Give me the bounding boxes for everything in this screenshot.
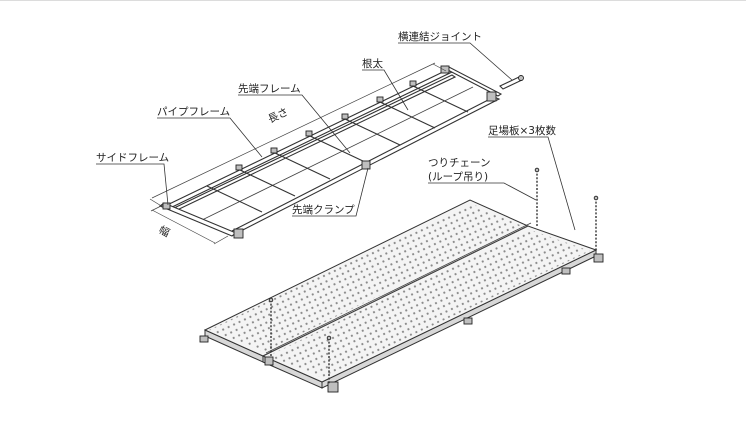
leader-chain [428, 182, 537, 201]
label-pipe-frame: パイプフレーム [157, 106, 230, 118]
support-2 [561, 267, 571, 275]
support-6 [264, 356, 274, 366]
cross-beam-4 [309, 135, 366, 163]
leader-tip-frame [238, 94, 351, 154]
cross-beam-5 [344, 118, 401, 146]
length-ext-2 [432, 63, 447, 72]
clamp-beam-4 [341, 113, 349, 120]
clamp-beam-5 [376, 96, 384, 103]
cross-beam-7 [412, 85, 469, 113]
leader-side-frame [96, 163, 169, 206]
label-width: 幅 [157, 223, 172, 239]
support-5 [327, 381, 339, 393]
label-beam: 根太 [362, 57, 383, 70]
near-end-frame [158, 202, 238, 237]
support-4 [199, 335, 209, 343]
side-joint-end [518, 75, 524, 81]
clamp-beam-2 [270, 147, 278, 154]
chain-hook-4 [326, 335, 332, 341]
label-side-frame: サイドフレーム [96, 152, 169, 164]
clamp-far-right [486, 91, 497, 102]
far-end-frame [442, 65, 503, 97]
board-assembly [199, 167, 604, 393]
length-dimension [151, 62, 436, 199]
board-2-holes [268, 229, 590, 378]
label-chain: つりチェーン [428, 157, 490, 169]
top-border [0, 0, 746, 1]
label-tip-frame: 先端フレーム [238, 82, 301, 95]
rear-rail [161, 69, 454, 210]
label-boards: 足場板×3枚数 [488, 124, 556, 137]
label-chain-loop: (ループ吊り) [428, 171, 488, 183]
width-ext-2 [213, 235, 229, 245]
clamp-near-left [162, 202, 171, 210]
cross-beam-3 [274, 152, 331, 180]
dimensions [149, 62, 447, 245]
board-seam-inner [265, 222, 532, 354]
leader-boards [488, 136, 576, 231]
leader-tip-clamp [292, 167, 369, 217]
cross-beam-2 [239, 169, 296, 197]
support-3 [593, 253, 604, 263]
label-tip-clamp: 先端クランプ [292, 203, 355, 216]
label-joint: 横連結ジョイント [398, 30, 482, 43]
label-length: 長さ [266, 106, 290, 126]
width-dimension [151, 209, 216, 244]
leader-pipe-frame [157, 117, 263, 158]
chain-hook-1 [534, 167, 540, 173]
width-ext-1 [150, 204, 164, 212]
cross-beam-6 [379, 101, 436, 129]
leader-beam [362, 69, 409, 111]
board-seam [262, 225, 529, 357]
clamp-near-right [233, 228, 244, 239]
chain-hook-3 [268, 297, 274, 303]
leader-joint [398, 42, 513, 81]
chain-hook-2 [593, 195, 599, 201]
frame-assembly [158, 65, 524, 239]
clamp-mid [361, 160, 371, 170]
clamp-beam-6 [409, 80, 417, 87]
tip-frame-rail [199, 86, 474, 222]
cross-beam-1 [206, 185, 263, 213]
support-1 [463, 317, 473, 325]
length-ext-1 [149, 198, 164, 208]
clamp-far-left [440, 65, 450, 74]
clamp-beam-1 [235, 164, 243, 171]
clamp-beam-3 [305, 130, 313, 137]
board-1-holes [209, 203, 522, 352]
leader-lines [96, 42, 576, 231]
